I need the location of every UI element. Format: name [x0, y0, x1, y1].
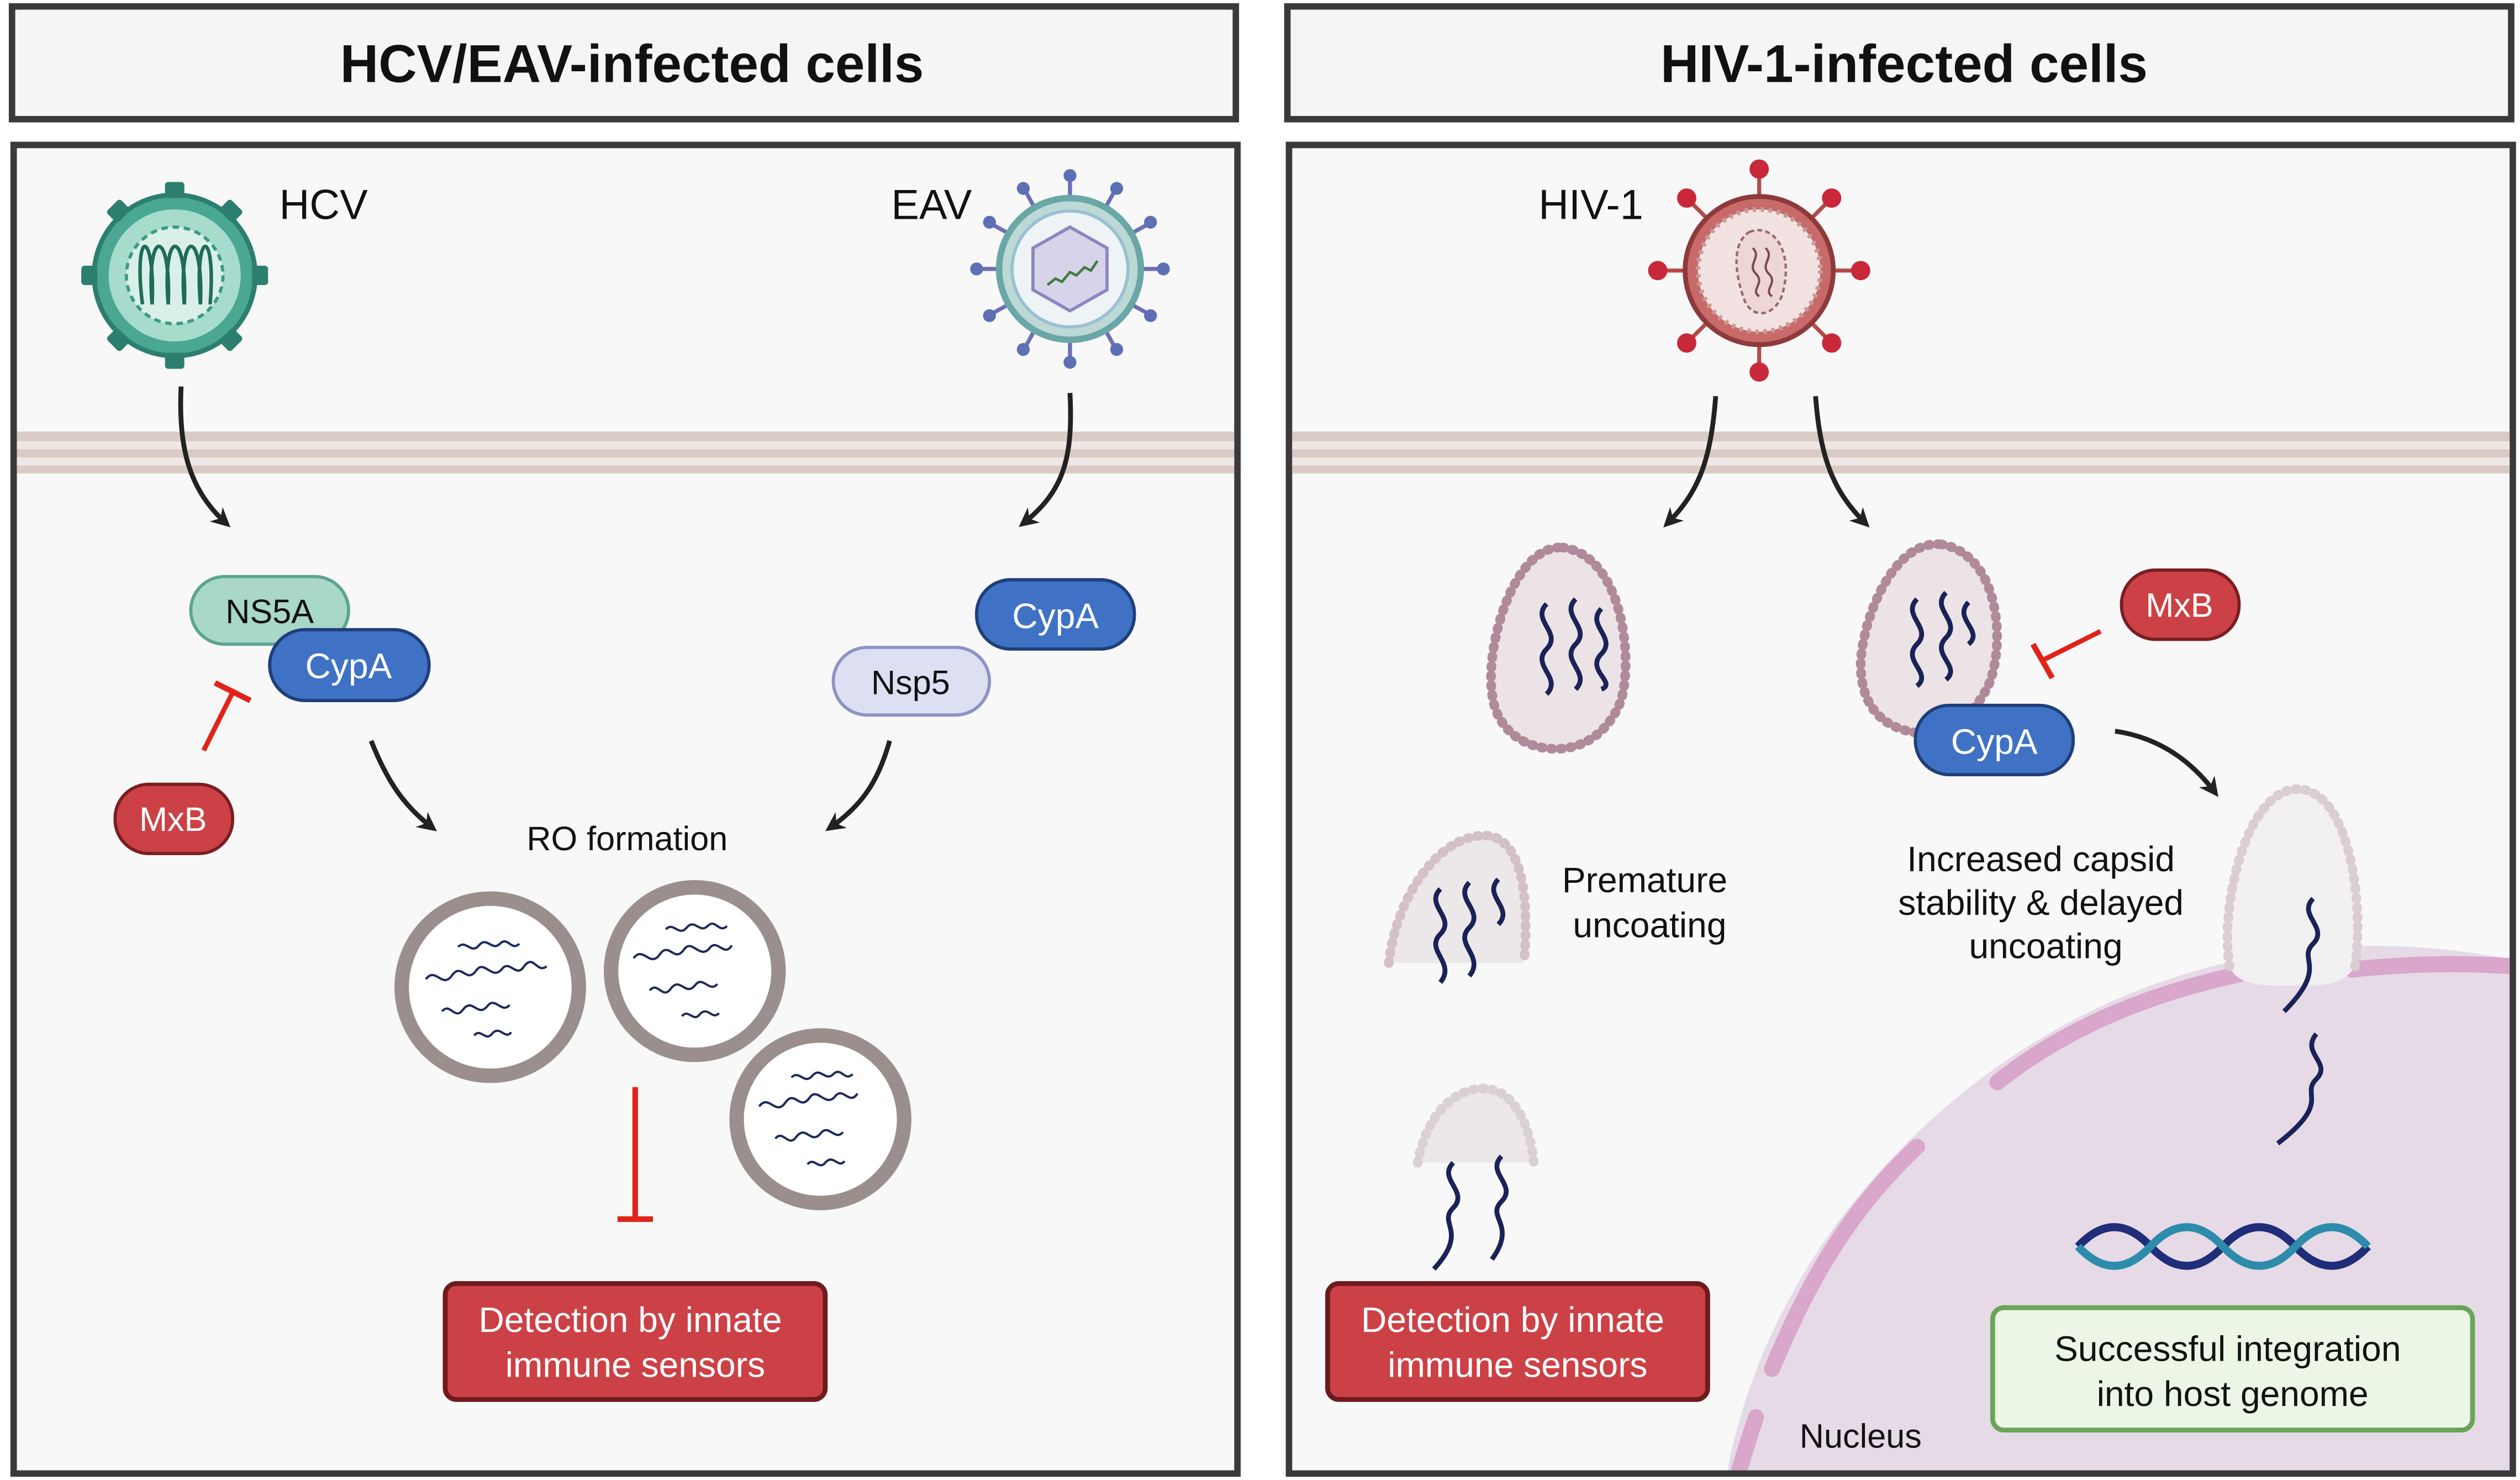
- mxb-pill-left: MxB: [113, 782, 235, 855]
- ro-inhibits-detection: [617, 1087, 653, 1222]
- detection-line2-right: immune sensors: [1388, 1345, 1647, 1384]
- premature-text: Premature uncoating: [1562, 860, 1737, 945]
- cypa-pill-hcv: CypA: [268, 628, 431, 702]
- detection-line2-left: immune sensors: [505, 1345, 765, 1384]
- integration-line2: into host genome: [2097, 1374, 2369, 1414]
- integration-box: Successful integration into host genome: [1990, 1305, 2475, 1433]
- increased-stability-text: Increased capsid stability & delayed unc…: [1898, 839, 2194, 966]
- right-title-box: [1284, 3, 2514, 123]
- cypa-pill-hiv: CypA: [1913, 703, 2075, 777]
- nsp5-pill: Nsp5: [831, 645, 992, 717]
- right-panel: HIV-1-infected cells Nucleus: [1284, 3, 2516, 1477]
- replication-organelle-1: [394, 891, 587, 1083]
- hcv-entry-arrow: [178, 386, 231, 528]
- detection-line1-right: Detection by innate: [1361, 1300, 1664, 1340]
- left-cell-membrane: [17, 431, 1235, 474]
- hiv-entry-arrow-right: [1813, 396, 1870, 528]
- increased-line2: stability & delayed: [1898, 883, 2184, 923]
- detection-text-right: Detection by innate immune sensors: [1361, 1300, 1674, 1385]
- premature-line2: uncoating: [1573, 905, 1726, 945]
- detection-line1-left: Detection by innate: [479, 1300, 782, 1340]
- right-title: HIV-1-infected cells: [1660, 35, 2148, 94]
- premature-line1: Premature: [1562, 860, 1727, 900]
- cypa-label-eav: CypA: [1012, 596, 1099, 636]
- hiv-entry-arrow-left: [1663, 396, 1718, 528]
- detection-text-left: Detection by innate immune sensors: [479, 1300, 792, 1385]
- detection-box-right: Detection by innate immune sensors: [1325, 1281, 1710, 1402]
- ro-formation-label: RO formation: [526, 820, 727, 857]
- capsid-right: [1855, 539, 2002, 739]
- right-cell-membrane: [1292, 431, 2510, 474]
- mxb-pill-right: MxB: [2120, 568, 2241, 641]
- mxb-label-left: MxB: [139, 800, 207, 838]
- hcv-to-ro-arrow: [368, 740, 437, 831]
- replication-organelle-2: [604, 880, 786, 1062]
- left-title-box: [8, 3, 1240, 123]
- capsid-left: [1486, 543, 1631, 754]
- nsp5-label: Nsp5: [871, 663, 950, 701]
- premature-uncoating-capsid: [1384, 830, 1531, 984]
- eav-to-ro-arrow: [825, 740, 892, 831]
- increased-line1: Increased capsid: [1907, 839, 2175, 879]
- detection-box-left: Detection by innate immune sensors: [442, 1281, 828, 1402]
- increased-line3: uncoating: [1969, 926, 2123, 966]
- hcv-label: HCV: [280, 181, 368, 228]
- cypa-pill-eav: CypA: [975, 578, 1136, 651]
- uncoated-capsid: [1412, 1083, 1539, 1271]
- ns5a-label: NS5A: [225, 593, 314, 630]
- docked-capsid: [2222, 784, 2363, 1146]
- eav-virus-icon: [970, 169, 1170, 369]
- ns5a-pill: NS5A: [189, 575, 350, 646]
- hiv-virus-icon: [1648, 159, 1870, 382]
- eav-entry-arrow: [1019, 393, 1073, 527]
- integration-line1: Successful integration: [2054, 1329, 2401, 1368]
- cypa-label-hiv: CypA: [1951, 721, 2038, 761]
- replication-organelle-3: [729, 1028, 911, 1210]
- cypa-to-nucleus-arrow: [2115, 729, 2218, 797]
- hcv-virus-icon: [81, 182, 268, 369]
- eav-label: EAV: [891, 181, 972, 228]
- hiv-label: HIV-1: [1538, 181, 1643, 228]
- integration-text: Successful integration into host genome: [2054, 1329, 2411, 1414]
- left-title: HCV/EAV-infected cells: [340, 35, 924, 94]
- mxb-inhibition-right: [2030, 629, 2102, 680]
- mxb-label-right: MxB: [2145, 586, 2213, 624]
- dna-helix-icon: [2075, 1223, 2371, 1270]
- mxb-inhibition-left: [201, 680, 252, 752]
- cypa-label-hcv: CypA: [305, 646, 392, 686]
- nucleus-label: Nucleus: [1800, 1418, 1922, 1455]
- left-panel: HCV/EAV-infected cells: [8, 3, 1241, 1477]
